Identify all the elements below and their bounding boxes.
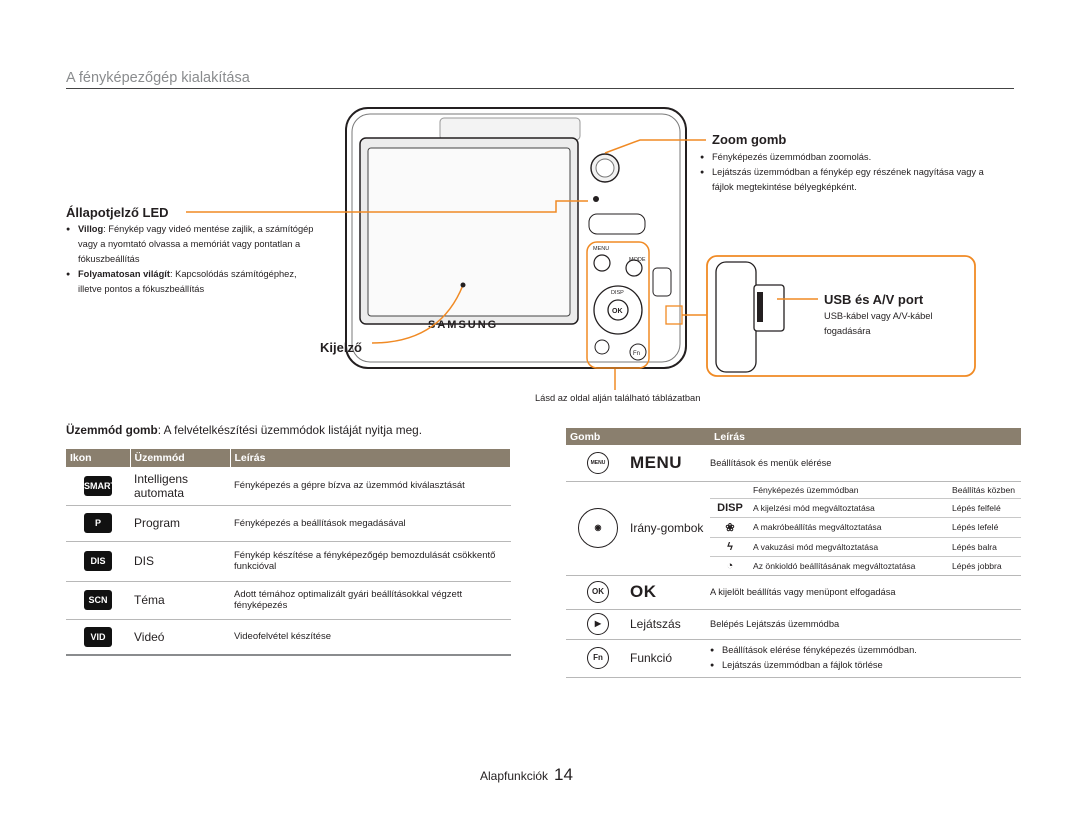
camera-illustration: POWER SAMSUNG MENU MODE OK DISP Fn bbox=[186, 107, 976, 390]
page-title: A fényképezőgép kialakítása bbox=[66, 70, 250, 86]
play-desc: Belépés Lejátszás üzemmódba bbox=[710, 609, 1021, 640]
led-bullet-blink: Villog: Fénykép vagy videó mentése zajli… bbox=[66, 222, 320, 267]
zoom-description: Fényképezés üzemmódban zoomolás. Lejátsz… bbox=[700, 150, 990, 195]
table-row: Fn Funkció Beállítások elérése fényképez… bbox=[566, 639, 1021, 678]
program-icon: P bbox=[84, 513, 112, 533]
page-number: 14 bbox=[554, 765, 573, 784]
footer-section: Alapfunkciók bbox=[480, 769, 549, 783]
dis-icon: DIS bbox=[84, 551, 112, 571]
play-label: Lejátszás bbox=[630, 609, 710, 640]
mode-intro: Üzemmód gomb: A felvételkészítési üzemmó… bbox=[66, 423, 423, 437]
timer-icon: ◔ bbox=[726, 559, 734, 572]
mode-header-desc: Leírás bbox=[230, 449, 511, 467]
mode-table: Ikon Üzemmód Leírás SMART Intelligens au… bbox=[66, 449, 511, 656]
menu-label: MENU bbox=[630, 452, 683, 472]
title-divider bbox=[66, 88, 1014, 89]
play-button-icon: ▶ bbox=[587, 613, 609, 635]
macro-icon: ❀ bbox=[710, 517, 750, 538]
smart-auto-icon: SMART bbox=[84, 475, 116, 496]
menu-desc: Beállítások és menük elérése bbox=[710, 445, 1021, 482]
svg-text:MENU: MENU bbox=[593, 246, 609, 252]
menu-button-icon: MENU bbox=[587, 451, 609, 474]
fn-desc: Beállítások elérése fényképezés üzemmódb… bbox=[710, 643, 1021, 673]
fn-button-icon: Fn bbox=[587, 647, 609, 669]
usb-callout-title: USB és A/V port bbox=[824, 292, 924, 307]
table-row: ◉ Irány-gombok Fényképezés üzemmódban Be… bbox=[566, 481, 1021, 576]
usb-description: USB-kábel vagy A/V-kábel fogadására bbox=[824, 311, 933, 336]
led-callout-title: Állapotjelző LED bbox=[66, 205, 169, 220]
video-icon: VID bbox=[84, 626, 112, 647]
zoom-bullet-2: Lejátszás üzemmódban a fénykép egy részé… bbox=[700, 165, 990, 195]
table-row: SCN Téma Adott témához optimalizált gyár… bbox=[66, 581, 511, 620]
zoom-bullet-1: Fényképezés üzemmódban zoomolás. bbox=[700, 150, 990, 165]
svg-text:DISP: DISP bbox=[611, 290, 624, 296]
bottom-note: Lásd az oldal alján található táblázatba… bbox=[535, 393, 701, 403]
mode-header-icon: Ikon bbox=[66, 449, 131, 467]
table-row: SMART Intelligens automata Fényképezés a… bbox=[66, 467, 511, 506]
table-row: P Program Fényképezés a beállítások mega… bbox=[66, 505, 511, 542]
footer: Alapfunkciók 14 bbox=[480, 765, 573, 785]
table-row: OK OK A kijelölt beállítás vagy menüpont… bbox=[566, 575, 1021, 610]
ok-desc: A kijelölt beállítás vagy menüpont elfog… bbox=[710, 575, 1021, 610]
direction-label: Irány-gombok bbox=[630, 481, 710, 576]
table-row: ▶ Lejátszás Belépés Lejátszás üzemmódba bbox=[566, 609, 1021, 640]
disp-icon: DISP bbox=[710, 498, 750, 518]
scene-icon: SCN bbox=[84, 590, 112, 610]
mode-header-mode: Üzemmód bbox=[130, 449, 231, 467]
table-row: DIS DIS Fénykép készítése a fényképezőgé… bbox=[66, 541, 511, 582]
direction-sub-table: Fényképezés üzemmódban Beállítás közben … bbox=[710, 481, 1021, 575]
direction-pad-icon: ◉ bbox=[578, 508, 618, 548]
svg-text:Fn: Fn bbox=[633, 351, 640, 357]
display-callout-title: Kijelző bbox=[320, 340, 362, 355]
button-header-desc: Leírás bbox=[710, 428, 1021, 445]
fn-label: Funkció bbox=[630, 639, 710, 678]
svg-text:MODE: MODE bbox=[629, 257, 646, 263]
brand-logo: SAMSUNG bbox=[428, 319, 498, 331]
led-bullet-steady: Folyamatosan világít: Kapcsolódás számít… bbox=[66, 267, 320, 297]
led-description: Villog: Fénykép vagy videó mentése zajli… bbox=[66, 222, 320, 297]
zoom-callout-title: Zoom gomb bbox=[712, 132, 787, 147]
button-table: Gomb Leírás MENU MENU Beállítások és men… bbox=[566, 428, 1021, 678]
flash-icon: ϟ bbox=[710, 537, 750, 557]
ok-button-icon: OK bbox=[587, 581, 609, 603]
button-header-button: Gomb bbox=[566, 428, 710, 445]
table-row: MENU MENU Beállítások és menük elérése bbox=[566, 445, 1021, 482]
svg-text:OK: OK bbox=[612, 308, 623, 315]
table-row: VID Videó Videofelvétel készítése bbox=[66, 619, 511, 656]
ok-label: OK bbox=[630, 582, 657, 601]
